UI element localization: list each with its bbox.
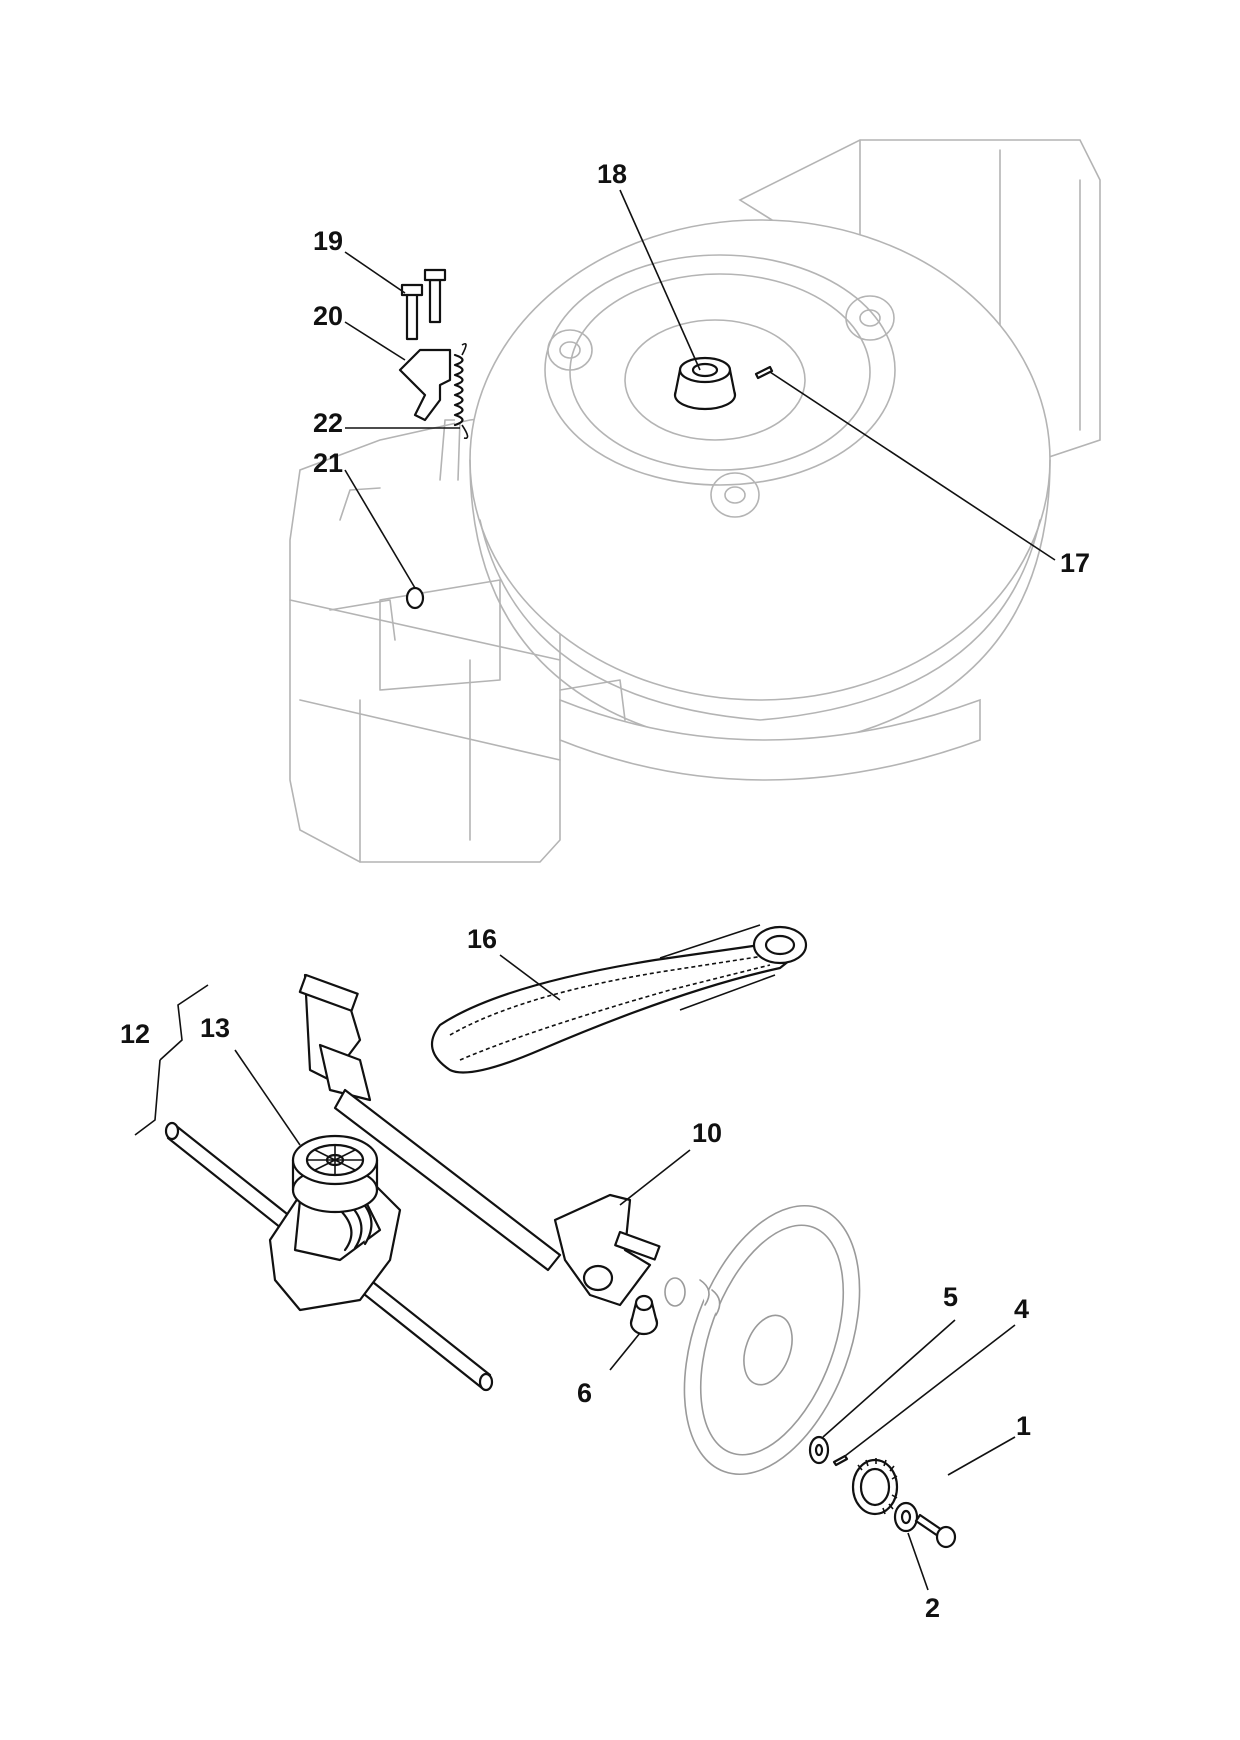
callout-16: 16	[467, 924, 497, 954]
part-1-screw	[914, 1513, 957, 1549]
part-17-key	[754, 365, 774, 380]
callout-13: 13	[200, 1013, 230, 1043]
part-21-nut	[405, 586, 425, 610]
wheel	[664, 1204, 861, 1476]
part-4-pin	[832, 1454, 849, 1467]
callout-2: 2	[925, 1593, 940, 1623]
part-13-drive-pulley	[291, 1134, 379, 1214]
callout-18: 18	[597, 159, 627, 189]
part-16-belt	[430, 924, 808, 1074]
mower-deck	[289, 139, 1101, 863]
part-18-pulley-hub	[673, 356, 737, 411]
part-10-lever-bracket	[553, 1193, 661, 1307]
callout-22: 22	[313, 408, 343, 438]
callout-4: 4	[1014, 1294, 1029, 1324]
part-handle-bracket	[298, 973, 562, 1272]
callout-17: 17	[1060, 548, 1090, 578]
leader-lines	[134, 189, 1056, 1591]
part-22-spring	[453, 342, 469, 440]
part-gearbox	[268, 1178, 402, 1312]
callout-6: 6	[577, 1378, 592, 1408]
part-6-bushing	[629, 1294, 659, 1336]
part-gear	[851, 1458, 899, 1516]
callout-21: 21	[313, 448, 343, 478]
callout-19: 19	[313, 226, 343, 256]
callout-5: 5	[943, 1282, 958, 1312]
callout-1: 1	[1016, 1411, 1031, 1441]
part-5-washer	[808, 1435, 830, 1465]
callout-20: 20	[313, 301, 343, 331]
part-20-bracket	[398, 348, 452, 422]
part-19-bolts	[400, 268, 447, 341]
callout-10: 10	[692, 1118, 722, 1148]
callout-labels: 1 2 4 5 6 10 12 13 16 17 18 19 20 21 22	[120, 159, 1090, 1623]
callout-12: 12	[120, 1019, 150, 1049]
part-2-washer	[893, 1501, 919, 1533]
